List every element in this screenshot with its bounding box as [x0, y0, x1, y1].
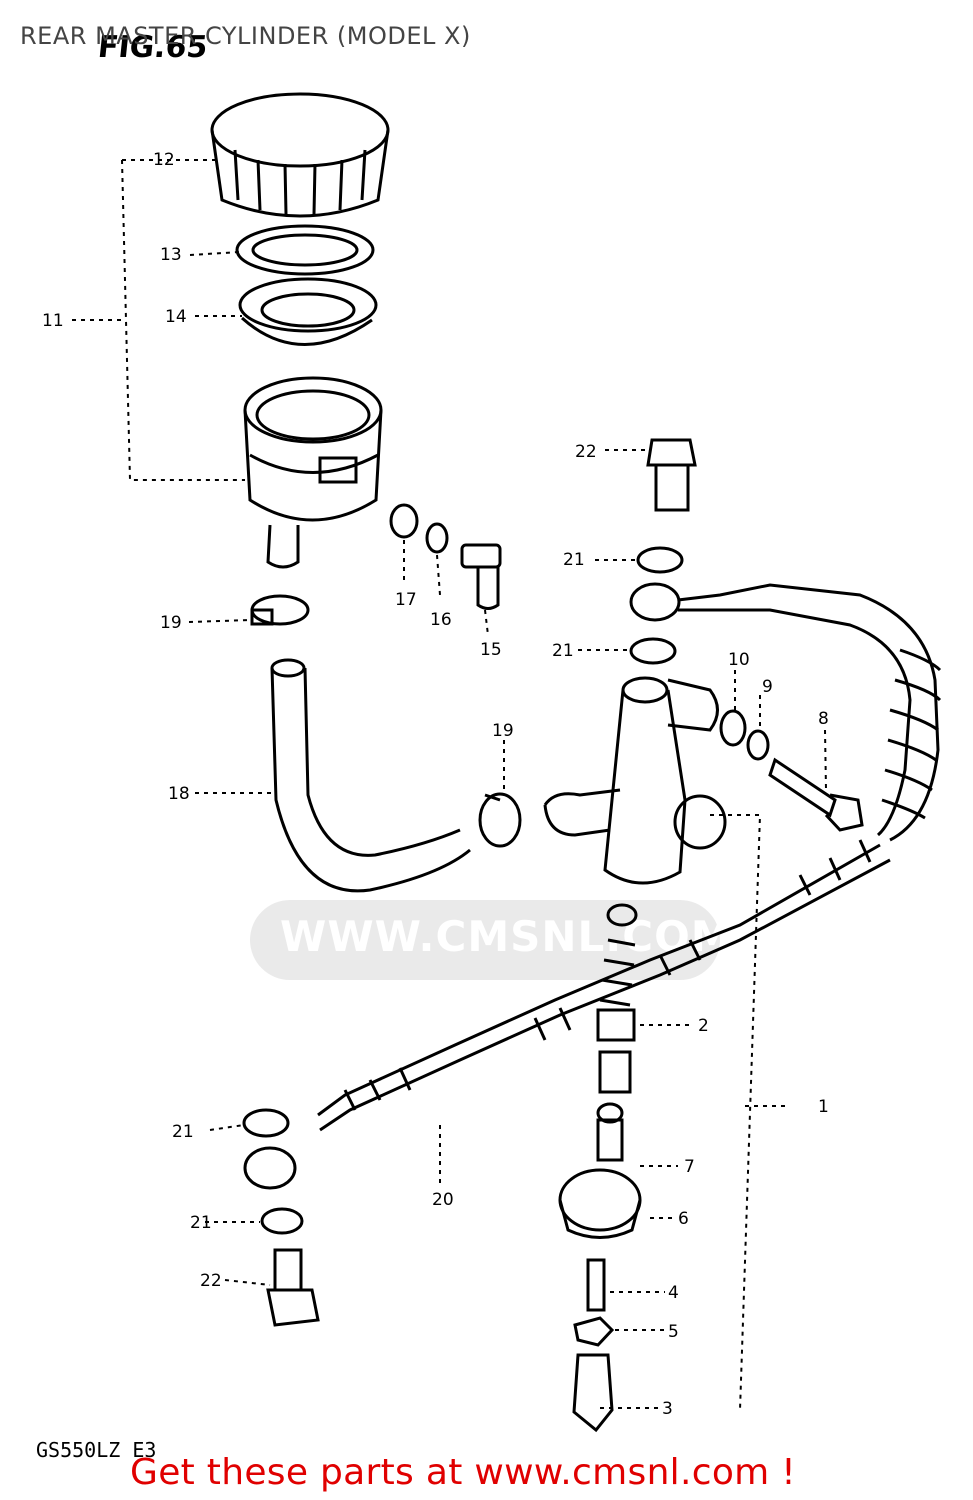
- reservoir-cap: [210, 92, 390, 218]
- bolt-8: [768, 757, 864, 832]
- spring-piston: [596, 903, 638, 1094]
- washer-21-c: [242, 1108, 290, 1138]
- callout-14: 14: [165, 307, 187, 327]
- diaphragm-plate: [235, 224, 375, 276]
- union-bolt-upper: [646, 438, 697, 512]
- union-bolt-lower: [266, 1248, 320, 1327]
- brake-hose-upper: [629, 582, 942, 842]
- callout-15: 15: [480, 640, 502, 660]
- watermark-badge: [250, 900, 720, 980]
- callout-16: 16: [430, 610, 452, 630]
- callout-18: 18: [168, 784, 190, 804]
- callout-5: 5: [668, 1322, 679, 1342]
- callout-labels: 12 13 11 14 22 17 16 15 21 21 19 10 9 8 …: [42, 150, 829, 1419]
- model-code: GS550LZ E3: [36, 1438, 157, 1462]
- washer-17: [389, 503, 419, 539]
- hose-clip-lower: [478, 792, 522, 848]
- reservoir-body: [243, 376, 383, 569]
- callout-10: 10: [728, 650, 750, 670]
- callout-9: 9: [762, 677, 773, 697]
- callout-2: 2: [698, 1016, 709, 1036]
- callout-7: 7: [684, 1157, 695, 1177]
- washer-16: [425, 522, 449, 554]
- callout-21-b: 21: [552, 641, 574, 661]
- callout-21-d: 21: [190, 1213, 212, 1233]
- callout-17: 17: [395, 590, 417, 610]
- pushrod-assembly: [558, 1102, 642, 1433]
- callout-8: 8: [818, 709, 829, 729]
- callout-19-upper: 19: [160, 613, 182, 633]
- callout-19-lower: 19: [492, 721, 514, 741]
- hose-clip-upper: [250, 594, 310, 626]
- washer-21-b: [629, 637, 677, 665]
- washer-21-d: [260, 1207, 304, 1235]
- callout-20: 20: [432, 1190, 454, 1210]
- callout-1: 1: [818, 1097, 829, 1117]
- callout-6: 6: [678, 1209, 689, 1229]
- callout-21-a: 21: [563, 550, 585, 570]
- callout-21-c: 21: [172, 1122, 194, 1142]
- banjo-fitting: [243, 1146, 297, 1190]
- callout-22-lower: 22: [200, 1271, 222, 1291]
- washer-9: [746, 729, 770, 761]
- callout-4: 4: [668, 1283, 679, 1303]
- reservoir-hose: [270, 667, 471, 893]
- parts-link-banner[interactable]: Get these parts at www.cmsnl.com !: [130, 1452, 796, 1493]
- diaphragm: [238, 277, 378, 346]
- callout-12: 12: [153, 150, 175, 170]
- callout-11: 11: [42, 311, 64, 331]
- brake-hose-lower: [317, 839, 891, 1132]
- leader-lines: [72, 159, 827, 1411]
- page-title: REAR MASTER CYLINDER (MODEL X): [20, 22, 471, 50]
- callout-22-upper: 22: [575, 442, 597, 462]
- washer-21-a: [636, 546, 684, 574]
- master-cylinder-body: [543, 676, 727, 885]
- bolt-15: [460, 543, 502, 610]
- callout-13: 13: [160, 245, 182, 265]
- callout-3: 3: [662, 1399, 673, 1419]
- watermark-text: WWW.CMSNL.COM: [280, 912, 734, 961]
- washer-10: [719, 709, 747, 747]
